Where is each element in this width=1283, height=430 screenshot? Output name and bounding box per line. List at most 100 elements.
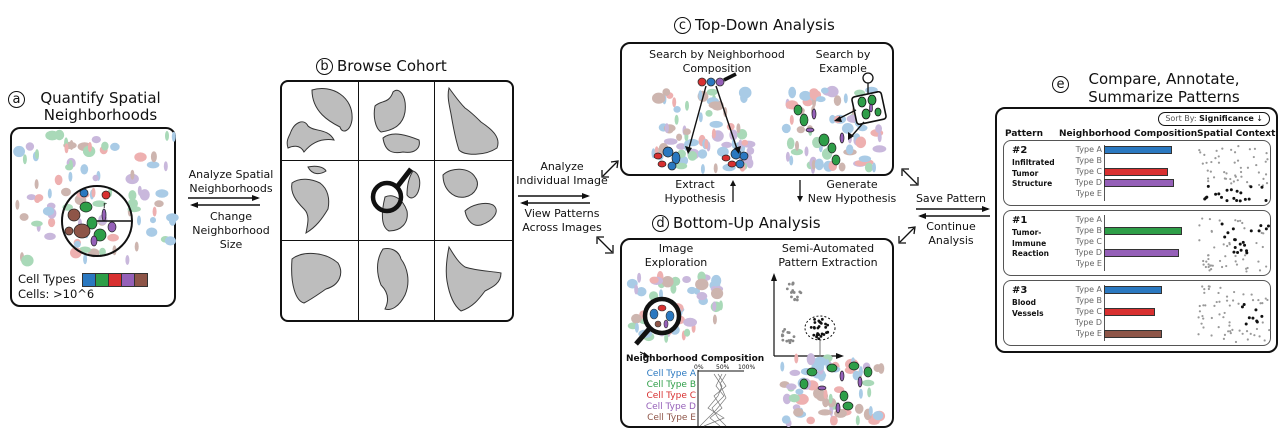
context-cell — [1234, 254, 1237, 258]
cell — [721, 141, 733, 148]
cell-type-a: Cell Type A — [646, 369, 696, 379]
cohort-image-2[interactable] — [358, 82, 436, 162]
context-cell — [1242, 293, 1245, 296]
cell — [794, 353, 799, 364]
cohort-image-7[interactable] — [282, 240, 359, 320]
context-cell — [1202, 263, 1205, 266]
type-label: Type A — [1075, 145, 1102, 154]
search-example-line2: Example — [819, 62, 867, 75]
magnifier-lens[interactable] — [622, 270, 742, 380]
cohort-grid — [280, 80, 514, 322]
context-cell — [1231, 227, 1235, 231]
cell — [818, 409, 832, 416]
composition-bar[interactable] — [1104, 249, 1180, 257]
cohort-image-4[interactable] — [282, 161, 359, 241]
composition-bar[interactable] — [1104, 308, 1156, 316]
cohort-image-1[interactable] — [282, 82, 359, 162]
cell — [134, 152, 147, 162]
cohort-image-9[interactable] — [435, 241, 512, 320]
cell — [125, 255, 130, 265]
cohort-image-6[interactable] — [435, 161, 512, 241]
cell — [687, 151, 698, 161]
search-by-example-title: Search by Example — [798, 48, 888, 76]
cell — [139, 189, 150, 201]
context-cell — [1228, 241, 1231, 245]
panel-c-heading: Top-Down Analysis — [695, 16, 835, 34]
highlighted-cell — [735, 159, 745, 169]
context-cell — [1260, 185, 1264, 189]
cell — [696, 292, 708, 301]
cell — [746, 146, 755, 155]
composition-bar[interactable] — [1104, 168, 1168, 176]
parallel-coordinates-plot[interactable] — [696, 370, 756, 430]
cell — [789, 155, 794, 166]
composition-bar[interactable] — [1104, 330, 1162, 338]
context-cell — [1213, 304, 1216, 307]
scatter-point — [790, 295, 793, 299]
composition-bar[interactable] — [1104, 286, 1162, 294]
cell-type-c: Cell Type C — [646, 391, 697, 401]
cell — [130, 169, 135, 180]
composition-bar[interactable] — [1104, 179, 1175, 187]
scatter-point — [793, 297, 797, 301]
scatter-point — [791, 339, 795, 343]
context-cell — [1255, 241, 1258, 245]
context-cell — [1224, 255, 1227, 258]
cell — [698, 112, 703, 123]
cell — [790, 148, 803, 156]
composition-bar[interactable] — [1104, 146, 1172, 154]
context-cell — [1264, 297, 1267, 300]
cell — [682, 276, 691, 283]
scatter-point — [825, 331, 828, 335]
scatter-point — [785, 287, 789, 291]
spatial-context-plot[interactable] — [1196, 214, 1276, 274]
projection-scatter[interactable] — [768, 272, 888, 364]
cell — [830, 415, 838, 426]
scatter-point — [785, 339, 789, 343]
context-cell — [1230, 182, 1233, 185]
context-cell — [1207, 265, 1210, 269]
composition-bar[interactable] — [1104, 227, 1183, 235]
composition-query-pen[interactable] — [620, 42, 894, 176]
cell — [34, 179, 39, 190]
cell — [154, 200, 164, 208]
cell-type-list: Cell Type A Cell Type B Cell Type C Cell… — [626, 369, 696, 424]
context-cell — [1210, 334, 1213, 337]
sort-value: Significance — [1199, 114, 1254, 123]
cell — [741, 139, 749, 146]
context-cell — [1262, 177, 1265, 180]
view-patterns-line2: Across Images — [522, 221, 602, 234]
cohort-image-8[interactable] — [359, 240, 436, 320]
context-cell — [1217, 192, 1221, 196]
context-cell — [1245, 330, 1249, 333]
context-cell — [1215, 149, 1218, 152]
context-cell — [1225, 295, 1229, 298]
cell — [31, 220, 43, 227]
context-cell — [1206, 254, 1210, 257]
context-cell — [1217, 325, 1220, 329]
scatter-point — [820, 317, 824, 321]
col-header-context: Spatial Context — [1197, 129, 1276, 139]
cell — [786, 137, 795, 150]
context-cell — [1248, 148, 1251, 151]
context-cell — [1205, 161, 1208, 164]
cohort-image-5-selected[interactable] — [358, 161, 436, 241]
cohort-image-3[interactable] — [435, 82, 512, 162]
view-patterns-label: View Patterns Across Images — [506, 207, 618, 235]
context-cell — [1201, 285, 1204, 288]
analyze-image-label: Analyze Individual Image — [506, 160, 618, 188]
spatial-context-plot[interactable] — [1196, 284, 1276, 344]
neighborhood-circle[interactable] — [10, 127, 176, 307]
spatial-context-plot[interactable] — [1196, 144, 1276, 204]
context-cell — [1209, 170, 1212, 173]
scatter-point — [812, 325, 816, 329]
type-label: Type C — [1075, 237, 1102, 246]
type-label: Type E — [1076, 259, 1102, 268]
cell — [858, 155, 872, 163]
sort-by-button[interactable]: Sort By: Significance ↓ — [1158, 112, 1270, 126]
pattern-rank: #2 — [1012, 145, 1028, 156]
cell — [171, 131, 176, 142]
